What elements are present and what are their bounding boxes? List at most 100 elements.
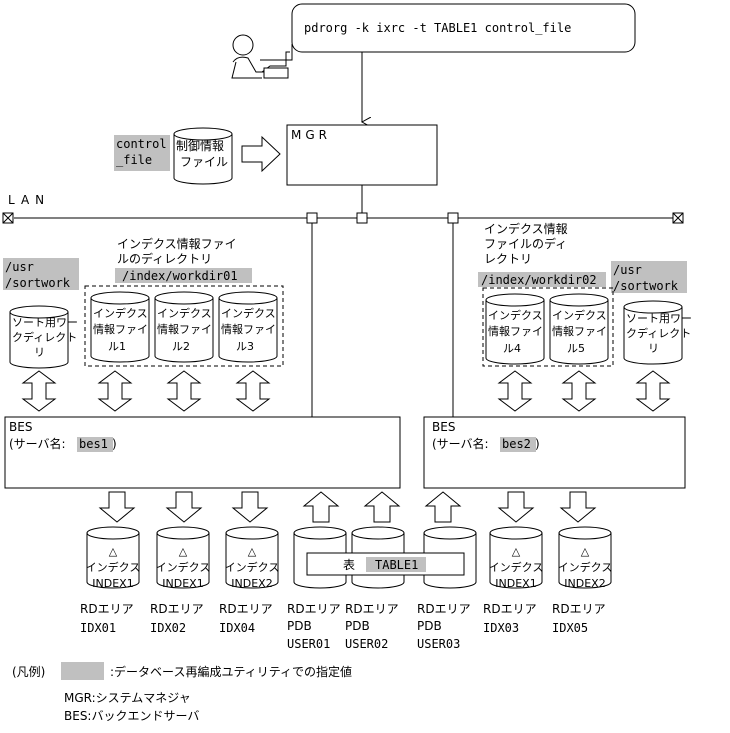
rd-area-label: RDエリア <box>287 602 341 616</box>
rd-area-label: RDエリア <box>150 602 204 616</box>
index-info-file-1-text-2: 情報ファイ <box>93 323 148 336</box>
rd-disk-index-label: インデクス <box>489 560 544 574</box>
control-file-text: control <box>116 137 167 151</box>
mgr-box <box>286 124 438 186</box>
rd-area-disks: △インデクスINDEX1RDエリアIDX01△インデクスINDEX1RDエリアI… <box>80 526 612 651</box>
index-info-file-5-text: インデクス <box>552 308 607 322</box>
mgr-lan-node <box>356 212 368 224</box>
rd-disk-triangle: △ <box>179 545 188 558</box>
bes-right-server-highlight <box>500 437 536 452</box>
rd-disk-index-name: INDEX1 <box>92 577 133 590</box>
rd-area-label: RDエリア <box>345 602 399 616</box>
mgr-label: MGR <box>291 128 331 142</box>
down-arrow-2 <box>165 491 203 523</box>
rd-area-label: RDエリア <box>219 602 273 616</box>
lan-terminator-right <box>672 212 684 224</box>
index-info-file-4-text-2: 情報ファイ <box>488 325 543 338</box>
up-arrow-6 <box>424 491 462 523</box>
control-info-label-2: ファイル <box>180 155 228 169</box>
rd-area-name: IDX04 <box>219 621 255 635</box>
legend-bes-text: BES:バックエンドサーバ <box>64 709 199 723</box>
rd-area-label: RDエリア <box>483 602 537 616</box>
right-dir-label-3: レクトリ <box>484 252 532 266</box>
bidirectional-arrow-1 <box>21 370 57 412</box>
right-dir-label: インデクス情報 <box>484 221 568 236</box>
bidirectional-arrow-6 <box>561 370 597 412</box>
right-dir-path: /index/workdir02 <box>481 273 597 287</box>
control-to-mgr-arrow <box>241 135 281 173</box>
down-arrow-8 <box>559 491 597 523</box>
index-info-file-3: インデクス 情報ファイ ル3 <box>218 291 278 363</box>
table-name-highlight <box>366 557 426 572</box>
index-info-file-3-text-3: ル3 <box>236 340 254 353</box>
rd-area-name: USER01 <box>287 637 330 651</box>
command-text: pdrorg -k ixrc -t TABLE1 control_file <box>304 21 571 35</box>
sortwork-right-highlight <box>611 261 687 293</box>
rd-area-name: USER02 <box>345 637 388 651</box>
down-arrow-1 <box>98 491 136 523</box>
up-arrow-5 <box>363 491 401 523</box>
rd-area-label: RDエリア <box>80 602 134 616</box>
left-index-dir-group <box>84 285 284 367</box>
index-info-file-4-text-3: ル4 <box>503 342 521 355</box>
left-dir-path: /index/workdir01 <box>122 269 238 283</box>
index-info-file-5-text-2: 情報ファイ <box>552 325 607 338</box>
down-arrow-7 <box>497 491 535 523</box>
index-info-file-5: インデクス 情報ファイ ル5 <box>549 293 609 365</box>
bidirectional-arrow-2 <box>97 370 133 412</box>
index-info-file-1: インデクス 情報ファイ ル1 <box>90 291 150 363</box>
right-dir-highlight <box>478 272 606 287</box>
sortwork-left-path: /usr <box>5 260 34 274</box>
control-info-label: 制御情報 <box>176 138 224 153</box>
rd-area-label: RDエリア <box>552 602 606 616</box>
index-info-file-2-text-3: ル2 <box>172 340 190 353</box>
bidirectional-arrow-4 <box>235 370 271 412</box>
bes-left-server-suffix: ) <box>112 437 117 451</box>
bidirectional-arrow-3 <box>166 370 202 412</box>
sortwork-right-disk-text-2: クディレクト <box>626 326 691 340</box>
rd-disk-triangle: △ <box>109 545 118 558</box>
rd-disk-index-name: INDEX1 <box>495 577 536 590</box>
control-file-text-2: _file <box>116 153 152 167</box>
rd-disk-index-name: INDEX1 <box>162 577 203 590</box>
index-info-file-2: インデクス 情報ファイ ル2 <box>154 291 214 363</box>
sortwork-right-path-2: /sortwork <box>613 279 679 293</box>
down-arrow-3 <box>231 491 269 523</box>
legend-swatch <box>61 662 104 680</box>
right-dir-label-2: ファイルのディ <box>484 236 567 251</box>
table-name: TABLE1 <box>375 558 418 572</box>
sortwork-left-highlight <box>3 258 79 290</box>
bidirectional-arrow-7 <box>635 370 671 412</box>
sortwork-right-path: /usr <box>613 263 642 277</box>
rd-area-name: IDX02 <box>150 621 186 635</box>
sortwork-left-disk-text: ソート用ワー <box>12 316 78 329</box>
index-info-file-2-text-2: 情報ファイ <box>157 323 212 336</box>
lan-terminator-left <box>2 212 14 224</box>
rd-area-name: USER03 <box>417 637 460 651</box>
rd-area-sub: PDB <box>345 619 370 633</box>
sortwork-left-path-2: /sortwork <box>5 276 71 290</box>
up-arrow-4 <box>302 491 340 523</box>
rd-disk-triangle: △ <box>248 545 257 558</box>
bes1-lan-node <box>306 212 318 224</box>
legend-title: (凡例) <box>12 665 45 679</box>
rd-area-sub: PDB <box>287 619 312 633</box>
index-info-file-4: インデクス 情報ファイ ル4 <box>485 293 545 365</box>
sortwork-right-disk-text-3: リ <box>648 342 659 355</box>
bes-left-server-prefix: (サーバ名: <box>9 436 66 451</box>
bes-right-title: BES <box>432 420 455 434</box>
legend-mgr-text: MGR:システムマネジャ <box>64 691 191 705</box>
index-info-file-3-text: インデクス <box>221 306 276 320</box>
bes-left-server-name: bes1 <box>79 437 108 451</box>
rd-disk-index-name: INDEX2 <box>231 577 272 590</box>
bidirectional-arrow-5 <box>497 370 533 412</box>
sortwork-right-disk: ソート用ワー クディレクト リ <box>623 300 692 365</box>
lower-fat-arrows <box>98 491 597 523</box>
table-label: 表 <box>343 558 355 572</box>
rd-area-disk-3: △ インデクス INDEX2 <box>225 526 280 590</box>
index-info-file-1-text-3: ル1 <box>108 340 126 353</box>
rd-disk-index-label: インデクス <box>225 560 280 574</box>
index-info-file-4-text: インデクス <box>488 308 543 322</box>
